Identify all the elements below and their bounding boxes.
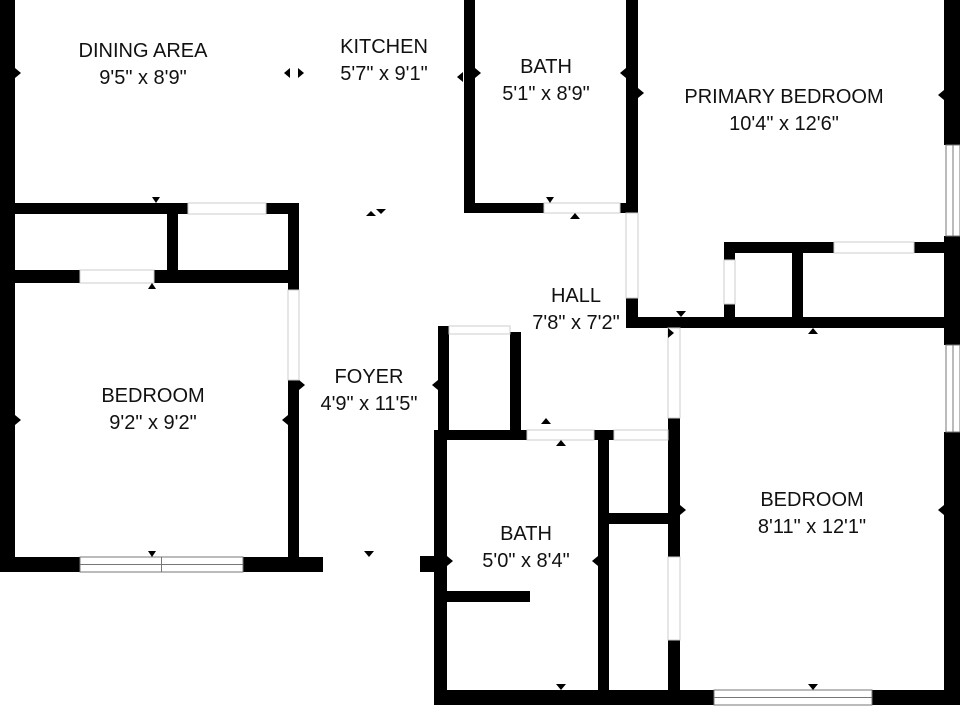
wall	[724, 242, 834, 253]
room-size: 9'2" x 9'2"	[109, 412, 197, 434]
dimension-markers	[15, 68, 944, 690]
wall	[668, 640, 680, 705]
wall	[167, 203, 178, 278]
room-name: PRIMARY BEDROOM	[684, 86, 884, 108]
wall	[724, 304, 735, 328]
wall	[288, 203, 299, 290]
room-name: BATH	[520, 56, 572, 78]
room-label-bath-bottom: BATH 5'0" x 8'4"	[482, 521, 569, 575]
room-name: HALL	[550, 285, 602, 307]
wall	[944, 236, 960, 328]
wall	[724, 242, 735, 260]
wall	[944, 432, 960, 705]
room-name: KITCHEN	[340, 36, 428, 58]
room-label-hall: HALL 7'8" x 7'2"	[532, 283, 619, 337]
room-name: FOYER	[334, 366, 404, 388]
wall	[447, 591, 530, 602]
wall	[464, 203, 544, 213]
wall	[944, 328, 960, 345]
wall	[0, 270, 80, 283]
room-size: 10'4" x 12'6"	[729, 113, 839, 135]
wall	[434, 430, 447, 556]
wall	[434, 690, 714, 705]
wall	[598, 430, 609, 705]
room-size: 5'1" x 8'9"	[502, 83, 590, 105]
room-label-bedroom-right: BEDROOM 8'11" x 12'1"	[758, 487, 866, 541]
wall	[792, 242, 803, 328]
wall	[626, 0, 638, 213]
room-name: BATH	[500, 523, 552, 545]
wall	[872, 690, 960, 705]
room-size: 5'0" x 8'4"	[482, 550, 570, 572]
door-openings	[79, 202, 915, 641]
room-label-dining: DINING AREA 9'5" x 8'9"	[79, 38, 208, 92]
wall	[510, 332, 521, 438]
room-label-foyer: FOYER 4'9" x 11'5"	[320, 364, 417, 418]
room-size: 7'8" x 7'2"	[532, 312, 620, 334]
wall	[464, 0, 475, 213]
wall	[434, 430, 527, 440]
room-size: 8'11" x 12'1"	[757, 516, 867, 538]
room-name: DINING AREA	[78, 40, 208, 62]
wall	[668, 418, 680, 557]
walls	[0, 0, 960, 705]
room-size: 5'7" x 9'1"	[340, 63, 428, 85]
wall	[0, 557, 80, 572]
wall	[154, 270, 299, 283]
wall	[438, 326, 449, 438]
room-label-kitchen: KITCHEN 5'7" x 9'1"	[340, 34, 428, 88]
wall	[243, 557, 323, 572]
wall	[434, 556, 447, 705]
room-size: 4'9" x 11'5"	[320, 393, 418, 415]
wall	[420, 556, 447, 572]
room-label-primary-bedroom: PRIMARY BEDROOM 10'4" x 12'6"	[684, 84, 883, 138]
wall	[944, 0, 960, 145]
wall	[266, 203, 299, 214]
windows	[79, 144, 960, 706]
room-label-bath-top: BATH 5'1" x 8'9"	[502, 54, 589, 108]
wall	[0, 0, 15, 572]
wall	[0, 203, 188, 214]
room-name: BEDROOM	[101, 385, 205, 407]
wall	[288, 380, 299, 557]
room-label-bedroom-left: BEDROOM 9'2" x 9'2"	[101, 383, 204, 437]
room-name: BEDROOM	[760, 489, 864, 511]
wall	[598, 513, 680, 524]
wall	[914, 242, 960, 253]
room-size: 9'5" x 8'9"	[99, 67, 187, 89]
